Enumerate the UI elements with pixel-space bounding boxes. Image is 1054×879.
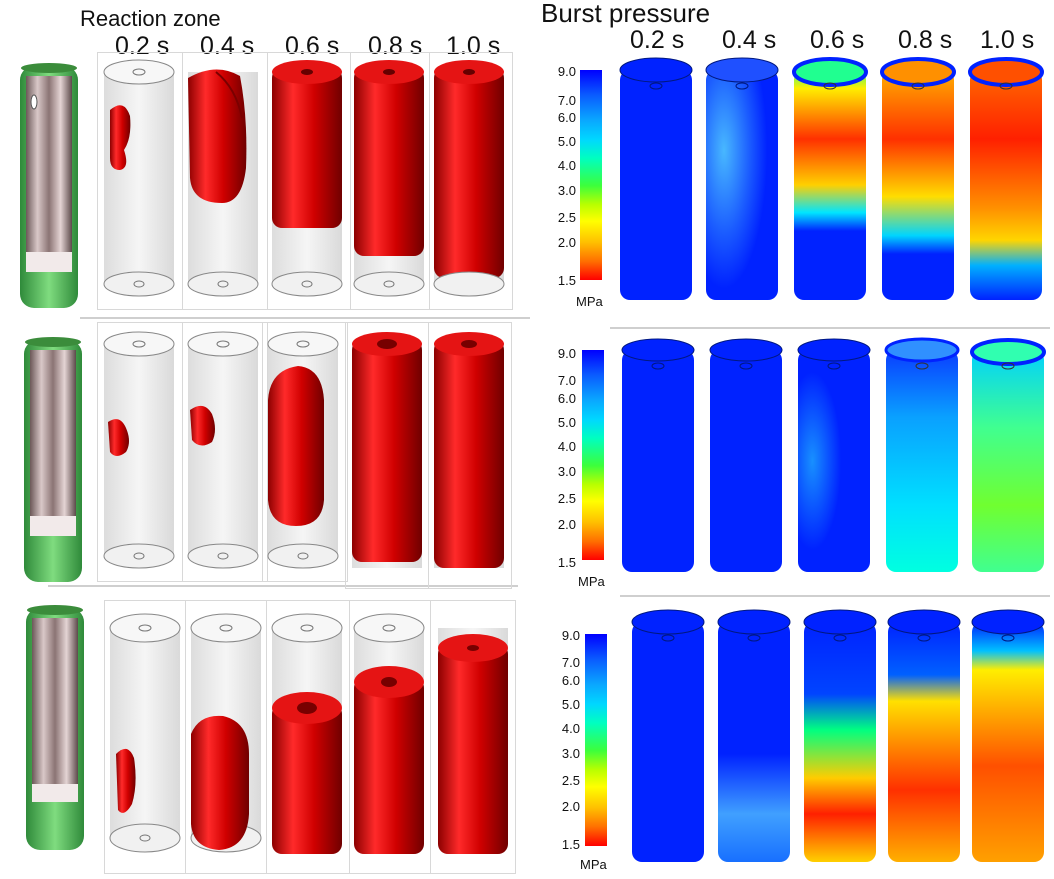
cb3-tick-7: 7.0 bbox=[561, 655, 580, 670]
reaction-cylinder-r3c4 bbox=[353, 613, 425, 854]
battery-cell-row-1 bbox=[20, 63, 78, 308]
pressure-cylinder-r2c2 bbox=[709, 338, 783, 572]
cb3-tick-2: 2.0 bbox=[561, 799, 580, 814]
cb3-tick-4: 4.0 bbox=[561, 721, 580, 736]
reaction-frame-r2c2 bbox=[182, 322, 268, 582]
reaction-time-label-3: 0.6 s bbox=[285, 32, 340, 60]
pressure-time-label-1: 0.2 s bbox=[630, 26, 685, 54]
pressure-cylinder-r2c3 bbox=[797, 338, 871, 572]
reaction-cylinder-r2c3 bbox=[267, 331, 339, 569]
cb1-tick-2: 2.0 bbox=[557, 235, 576, 250]
row-divider-right-1 bbox=[610, 327, 1050, 329]
cb3-unit: MPa bbox=[580, 857, 607, 872]
cb3-tick-15: 1.5 bbox=[561, 837, 580, 852]
reaction-cylinder-r3c1 bbox=[109, 613, 181, 853]
cb1-tick-6: 6.0 bbox=[557, 110, 576, 125]
cb3-tick-9: 9.0 bbox=[561, 628, 580, 643]
reaction-frame-r3c5 bbox=[430, 600, 516, 874]
reaction-cylinder-r2c1 bbox=[103, 331, 175, 569]
pressure-cylinder-r1c5 bbox=[968, 57, 1044, 300]
pressure-time-label-5: 1.0 s bbox=[980, 26, 1035, 54]
cb1-tick-9: 9.0 bbox=[557, 64, 576, 79]
reaction-cylinder-r1c5 bbox=[433, 60, 505, 297]
row-divider-left-1 bbox=[80, 317, 530, 319]
cb2-tick-6: 6.0 bbox=[557, 391, 576, 406]
cb3-tick-25: 2.5 bbox=[561, 773, 580, 788]
pressure-cylinder-r2c1 bbox=[621, 338, 695, 572]
cb2-tick-7: 7.0 bbox=[557, 373, 576, 388]
reaction-cylinder-r1c2 bbox=[187, 69, 259, 297]
reaction-frame-r1c5 bbox=[429, 52, 513, 310]
reaction-time-label-2: 0.4 s bbox=[200, 32, 255, 60]
pressure-time-label-4: 0.8 s bbox=[898, 26, 953, 54]
colorbar-2 bbox=[582, 350, 604, 560]
pressure-cylinder-r2c4 bbox=[884, 337, 960, 572]
pressure-cylinder-r3c5 bbox=[971, 609, 1045, 862]
pressure-cylinder-r2c5 bbox=[970, 338, 1046, 572]
pressure-cylinder-r1c4 bbox=[880, 57, 956, 300]
reaction-cylinder-r1c3 bbox=[271, 60, 343, 297]
reaction-time-label-4: 0.8 s bbox=[368, 32, 423, 60]
battery-cell-row-3 bbox=[26, 605, 84, 850]
burst-pressure-title: Burst pressure bbox=[541, 0, 711, 28]
battery-cell-row-2 bbox=[24, 337, 82, 582]
row-divider-left-2 bbox=[48, 585, 518, 587]
cb2-tick-5: 5.0 bbox=[557, 415, 576, 430]
cb2-tick-15: 1.5 bbox=[557, 555, 576, 570]
cb1-tick-4: 4.0 bbox=[557, 158, 576, 173]
cb3-tick-3: 3.0 bbox=[561, 746, 580, 761]
colorbar-1 bbox=[580, 70, 602, 280]
reaction-cylinder-r1c4 bbox=[353, 60, 425, 297]
pressure-cylinder-r1c2 bbox=[705, 57, 779, 300]
reaction-cylinder-r2c4 bbox=[352, 332, 422, 568]
cb2-unit: MPa bbox=[578, 574, 605, 589]
cb1-tick-5: 5.0 bbox=[557, 134, 576, 149]
cb1-tick-7: 7.0 bbox=[557, 93, 576, 108]
row-divider-right-2 bbox=[620, 595, 1050, 597]
pressure-cylinder-r3c3 bbox=[803, 609, 877, 862]
reaction-cylinder-r3c2 bbox=[190, 613, 262, 853]
pressure-cylinder-r3c1 bbox=[631, 609, 705, 862]
cb1-tick-3: 3.0 bbox=[557, 183, 576, 198]
reaction-time-label-1: 0.2 s bbox=[115, 32, 170, 60]
reaction-frame-r2c5 bbox=[428, 322, 512, 589]
pressure-time-label-3: 0.6 s bbox=[810, 26, 865, 54]
reaction-cylinder-r2c5 bbox=[434, 332, 504, 568]
reaction-time-label-5: 1.0 s bbox=[446, 32, 501, 60]
cb2-tick-25: 2.5 bbox=[557, 491, 576, 506]
cb1-tick-15: 1.5 bbox=[557, 273, 576, 288]
cb3-tick-6: 6.0 bbox=[561, 673, 580, 688]
pressure-cylinder-r3c4 bbox=[887, 609, 961, 862]
pressure-cylinder-r1c1 bbox=[619, 57, 693, 300]
cb1-unit: MPa bbox=[576, 294, 603, 309]
reaction-cylinder-r3c5 bbox=[438, 628, 508, 854]
pressure-cylinder-r1c3 bbox=[792, 57, 868, 300]
cb1-tick-25: 2.5 bbox=[557, 210, 576, 225]
cb2-tick-3: 3.0 bbox=[557, 464, 576, 479]
pressure-cylinder-r3c2 bbox=[717, 609, 791, 862]
colorbar-3 bbox=[585, 634, 607, 846]
reaction-cylinder-r1c1 bbox=[103, 59, 175, 297]
reaction-frame-r2c3 bbox=[262, 322, 348, 582]
cb2-tick-4: 4.0 bbox=[557, 439, 576, 454]
cb2-tick-2: 2.0 bbox=[557, 517, 576, 532]
reaction-zone-title: Reaction zone bbox=[80, 6, 221, 31]
pressure-time-label-2: 0.4 s bbox=[722, 26, 777, 54]
cb3-tick-5: 5.0 bbox=[561, 697, 580, 712]
cb2-tick-9: 9.0 bbox=[557, 346, 576, 361]
reaction-cylinder-r2c2 bbox=[187, 331, 259, 569]
reaction-cylinder-r3c3 bbox=[271, 613, 343, 854]
